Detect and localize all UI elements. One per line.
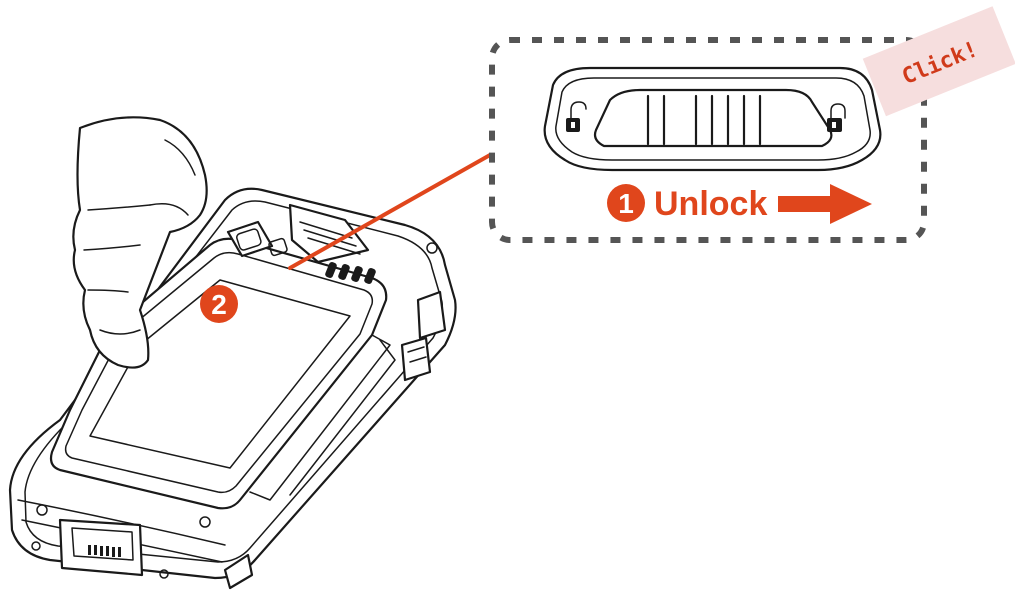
- latch-callout: 1 Unlock: [492, 40, 924, 240]
- step-1-number: 1: [618, 188, 634, 219]
- unlock-label: Unlock: [654, 185, 767, 223]
- step-1-badge: 1: [607, 184, 645, 222]
- step-2-badge: 2: [200, 285, 238, 323]
- step-2-number: 2: [211, 289, 227, 320]
- click-tag: Click!: [863, 6, 1015, 116]
